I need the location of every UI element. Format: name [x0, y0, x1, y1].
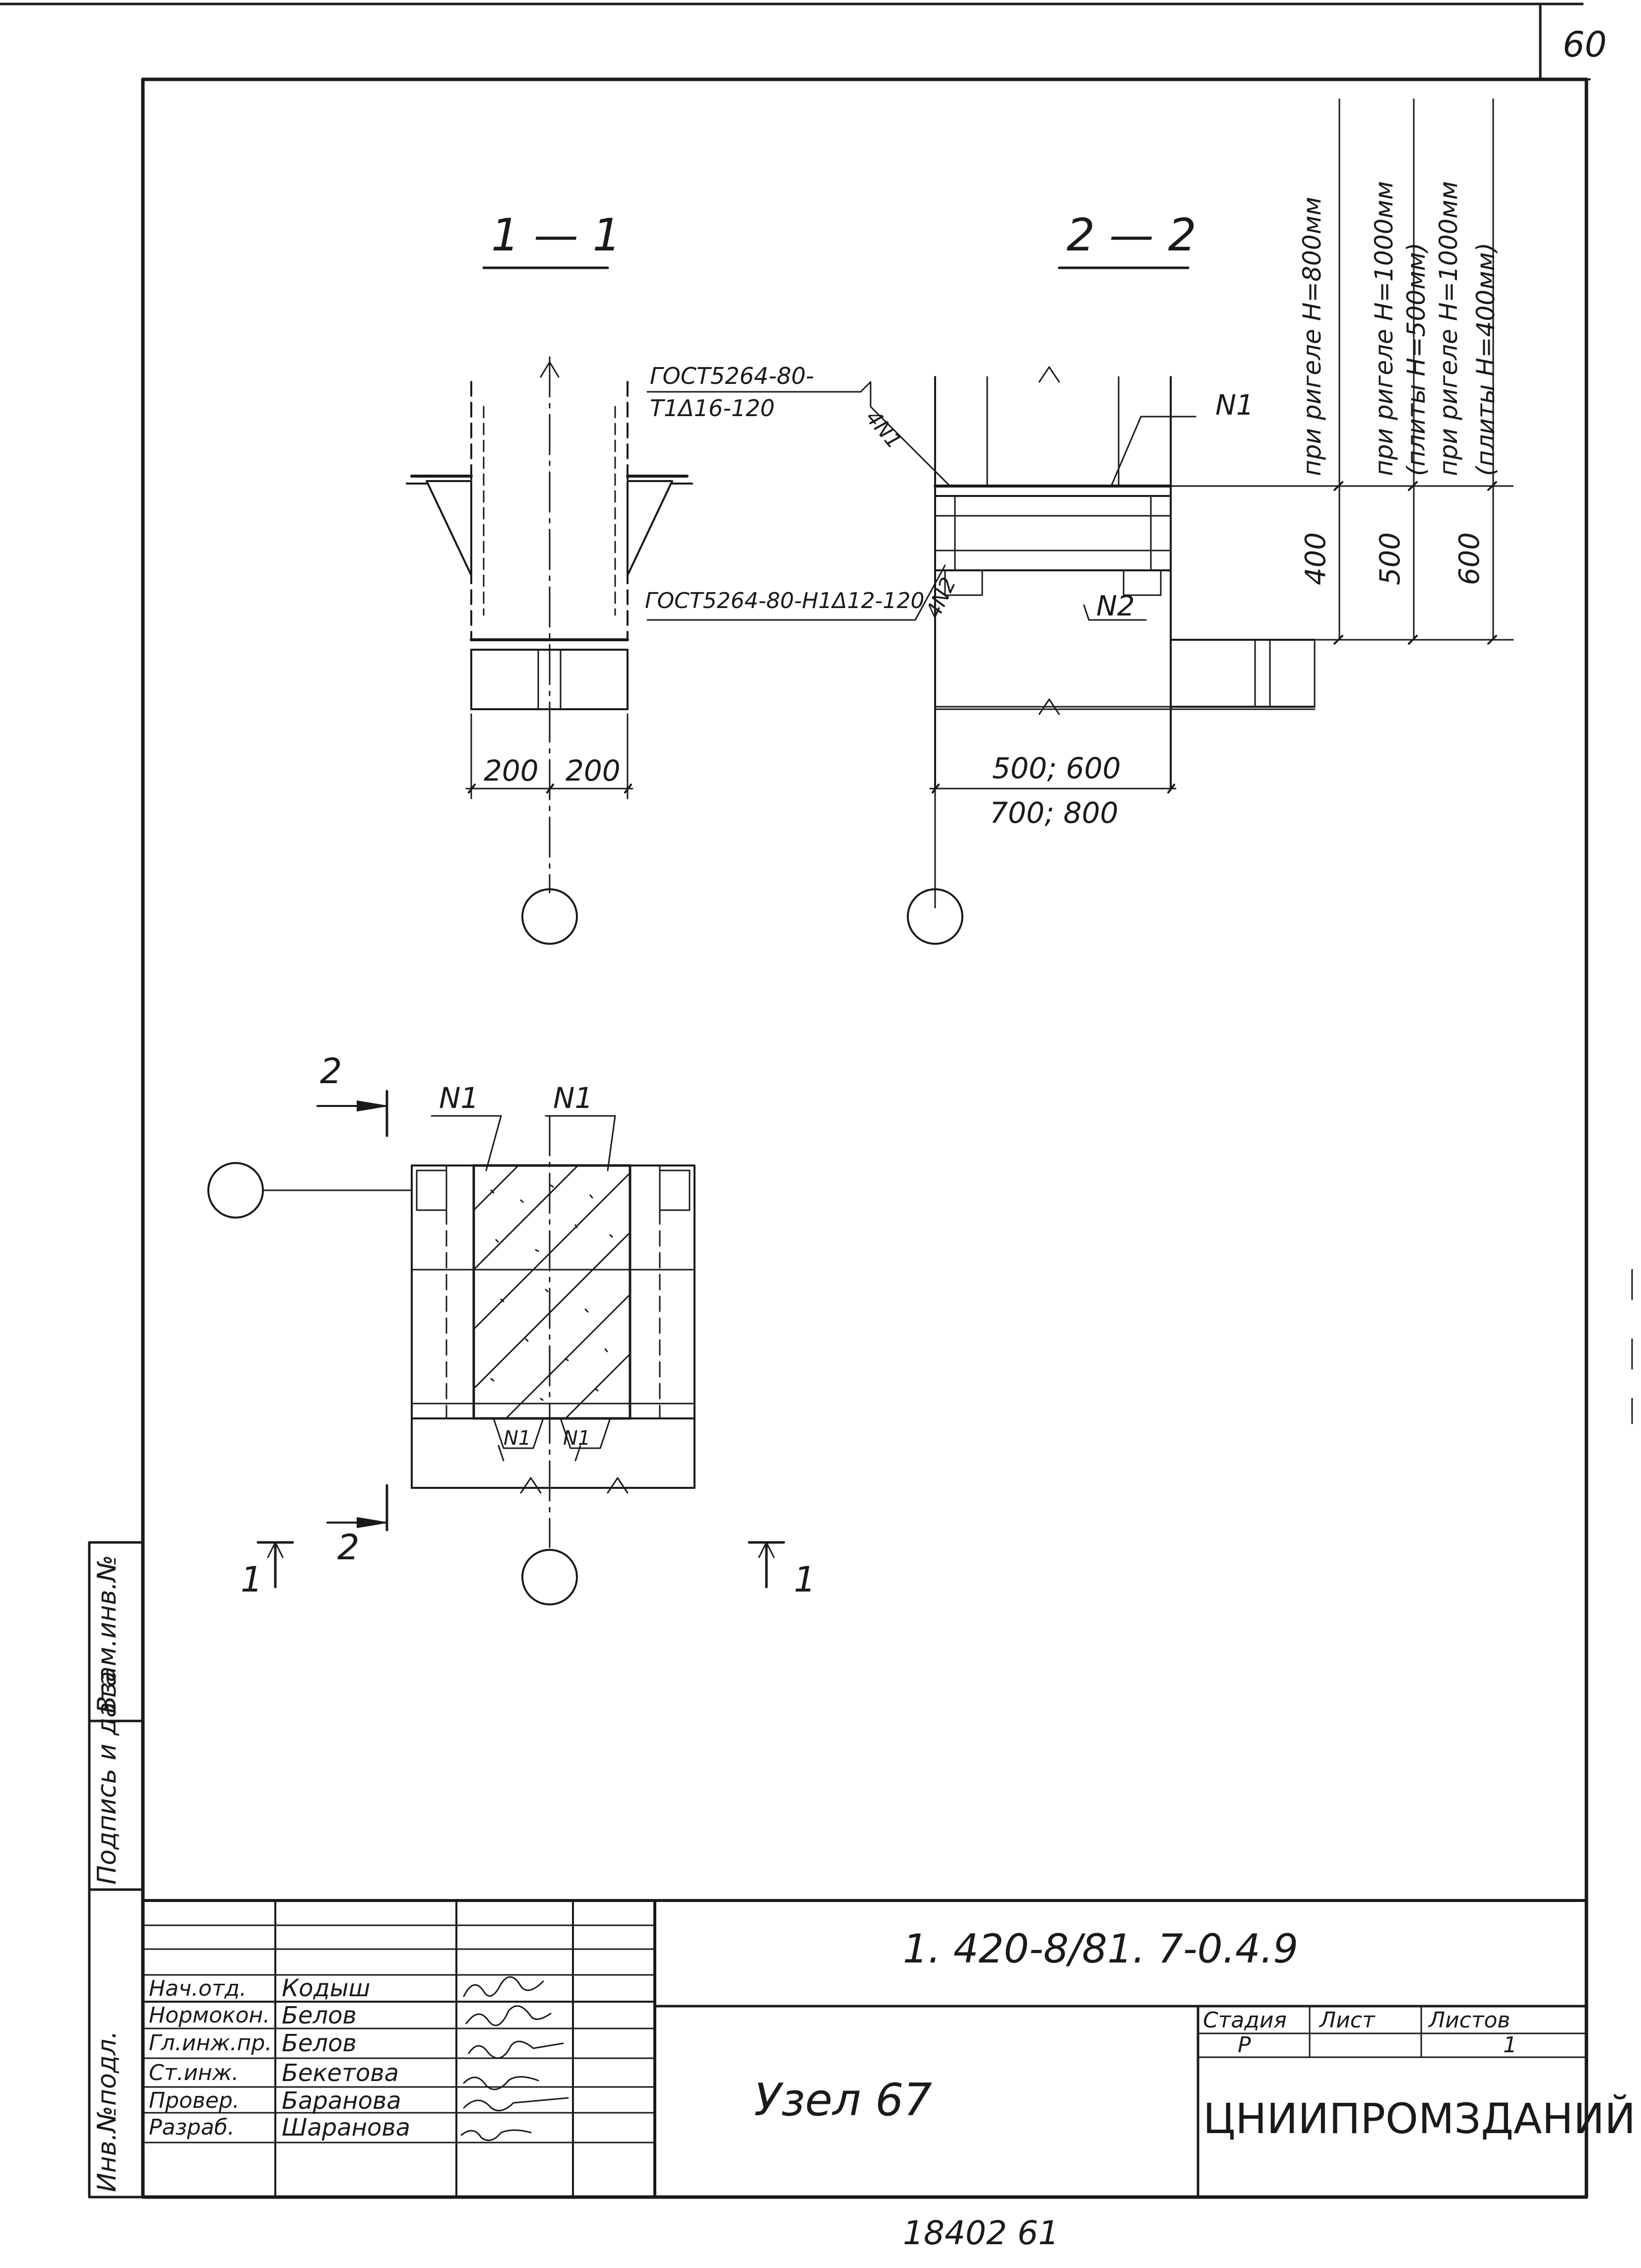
section-1-1: [406, 266, 693, 945]
section-mark-1-left: 1: [241, 1559, 263, 1600]
height-note-1000-b: (плиты Н=500мм): [1402, 242, 1431, 476]
sheet-frame: [0, 2, 1591, 2199]
side-stamp-frame: [88, 1541, 144, 2199]
weld-top-line-2: Т1Δ16-120: [650, 395, 775, 422]
doc-code: 1. 420-8/81. 7-0.4.9: [903, 1926, 1299, 1972]
tag-n1: N1: [1215, 389, 1254, 422]
dim-width-1: 500; 600: [992, 751, 1121, 785]
plan-tag-n1-right: N1: [553, 1081, 593, 1115]
drawing-title: Узел 67: [754, 2074, 932, 2126]
sheet-number: 60: [1563, 24, 1607, 65]
section-mark-2-top: 2: [320, 1051, 342, 1092]
staff-role: Разраб.: [149, 2115, 235, 2140]
section-mark-2-bottom: 2: [337, 1527, 360, 1568]
dim-200-left: 200: [484, 754, 539, 788]
side-stamp-replace: Взам.инв.№: [92, 1555, 122, 1714]
plan-tag-n1-bottom-left: N1: [504, 1427, 531, 1450]
section-mark-1-right: 1: [794, 1559, 816, 1600]
sheets-header: Листов: [1429, 2008, 1511, 2033]
dim-200-right: 200: [566, 754, 621, 788]
tag-n2: N2: [1096, 590, 1135, 622]
weld-top-line-1: ГОСТ5264-80-: [650, 363, 814, 389]
stage-header: Стадия: [1203, 2008, 1287, 2033]
section-1-1-title: 1 — 1: [491, 209, 621, 261]
section-2-2: [646, 98, 1514, 945]
plan-view: [207, 1090, 785, 1605]
height-note-1000-d: (плиты Н=400мм): [1471, 242, 1500, 476]
staff-role: Нормокон.: [149, 2003, 270, 2028]
height-note-1000-a: при ригеле Н=1000мм: [1370, 181, 1398, 476]
staff-name: Кодыш: [282, 1974, 371, 2002]
height-note-1000-c: при ригеле Н=1000мм: [1434, 181, 1463, 476]
staff-role: Гл.инж.пр.: [149, 2030, 272, 2056]
dim-width-2: 700; 800: [990, 796, 1119, 830]
staff-name: Белов: [282, 2002, 357, 2029]
plan-tag-n1-left: N1: [439, 1081, 479, 1115]
stage-value: Р: [1238, 2032, 1251, 2058]
sheet-header: Лист: [1320, 2008, 1375, 2033]
section-2-2-title: 2 — 2: [1067, 209, 1197, 261]
title-block-grid: [141, 1899, 1588, 2199]
staff-role: Ст.инж.: [149, 2060, 239, 2085]
height-600: 600: [1453, 532, 1486, 585]
weld-bottom-label: ГОСТ5264-80-Н1Δ12-120: [645, 588, 925, 613]
height-400: 400: [1300, 532, 1332, 585]
staff-role: Нач.отд.: [149, 1976, 247, 2001]
plan-tag-n1-bottom-right: N1: [563, 1427, 591, 1450]
sheets-value: 1: [1503, 2032, 1517, 2058]
staff-name: Бекетова: [282, 2059, 399, 2087]
height-500: 500: [1374, 532, 1406, 585]
height-note-800: при ригеле Н=800мм: [1298, 196, 1326, 476]
staff-name: Белов: [282, 2029, 357, 2057]
bottom-note: 18402 61: [903, 2214, 1059, 2252]
staff-name: Шаранова: [282, 2114, 411, 2142]
signatures: [460, 1976, 569, 2142]
staff-name: Баранова: [282, 2087, 401, 2115]
staff-role: Провер.: [149, 2088, 240, 2113]
organization: ЦНИИПРОМЗДАНИЙ: [1203, 2094, 1636, 2143]
side-stamp-inv: Инв.№подл.: [92, 2030, 122, 2192]
